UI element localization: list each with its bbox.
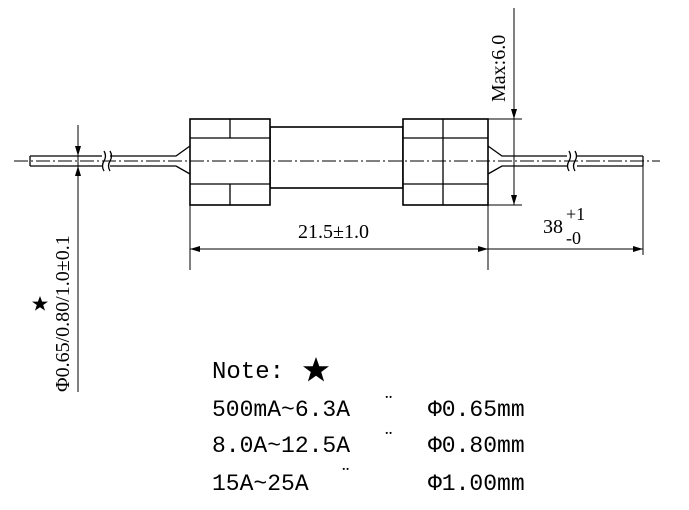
max-diameter-dimension: Max:6.0 [488,8,522,206]
lead-length-lower-tolerance: -0 [566,228,581,248]
max-diameter-label: Max:6.0 [488,35,510,102]
lead-diameter-value: Φ0.80mm [428,433,525,459]
lead-length-dimension: 38 +1 -0 [488,166,644,255]
lead-diameter-value: Φ0.65mm [428,397,525,423]
right-lead [487,145,644,175]
range-separator-mark: ¨ [385,426,392,451]
right-end-cap [402,118,489,206]
range-separator-mark: ¨ [385,390,392,415]
left-lead [29,145,191,175]
lead-diameter-label: Φ0.65/0.80/1.0±0.1 [52,235,74,392]
range-separator-mark: ¨ [342,462,349,487]
current-range: 15A~25A [212,471,309,497]
fuse-body [189,118,489,206]
note-row: 15A~25A ¨ Φ1.00mm [212,462,525,497]
body-length-dimension: 21.5±1.0 [189,205,489,270]
note-label: Note: [212,359,284,386]
lead-diameter-value: Φ1.00mm [428,471,525,497]
current-range: 8.0A~12.5A [212,433,350,459]
lead-length-base: 38 [543,216,563,238]
current-range: 500mA~6.3A [212,397,350,423]
star-icon [32,296,48,311]
note-table: Note: 500mA~6.3A ¨ Φ0.65mm 8.0A~12.5A ¨ … [212,357,525,497]
star-icon [303,357,329,382]
lead-length-upper-tolerance: +1 [566,204,585,224]
lead-diameter-dimension: Φ0.65/0.80/1.0±0.1 [32,125,81,392]
note-row: 500mA~6.3A ¨ Φ0.65mm [212,390,525,423]
glass-tube [269,126,404,189]
body-length-label: 21.5±1.0 [298,221,369,243]
note-row: 8.0A~12.5A ¨ Φ0.80mm [212,426,525,459]
